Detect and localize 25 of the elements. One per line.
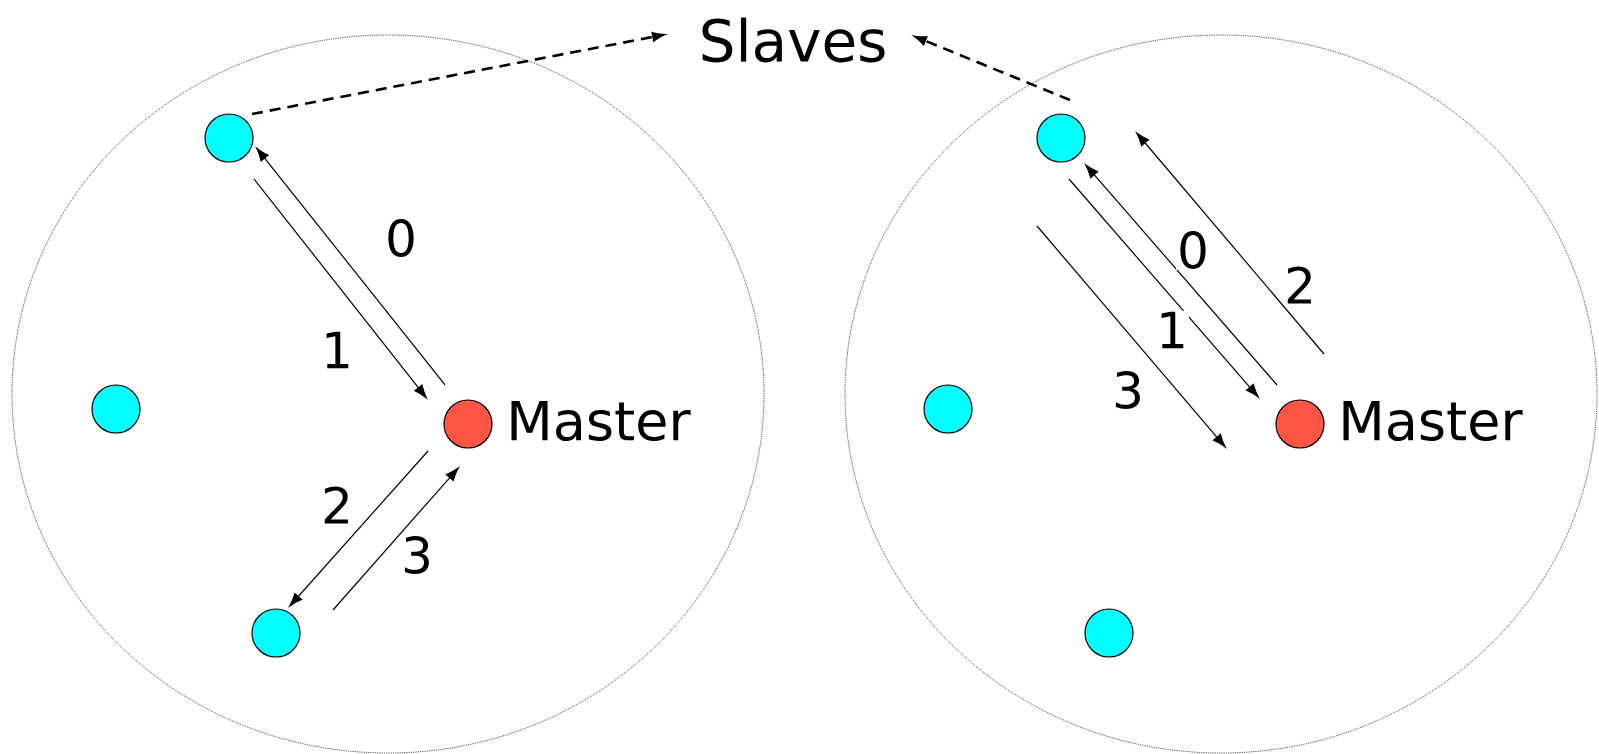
- edge-label: 2: [320, 485, 354, 525]
- arrow: [1036, 225, 1226, 448]
- arrow: [1068, 178, 1259, 398]
- edge-label: 1: [1155, 310, 1189, 350]
- node-label: Master: [1343, 400, 1523, 442]
- edge-label: 3: [400, 535, 434, 575]
- slave-circle: [204, 113, 254, 163]
- edge-label: 0: [1176, 230, 1210, 270]
- slave-circle: [251, 608, 301, 658]
- arrow: [1136, 132, 1325, 355]
- edge-label: 0: [384, 218, 418, 258]
- slave-circle: [1084, 608, 1134, 658]
- arrow: [256, 147, 446, 386]
- edge-label: 1: [320, 330, 354, 370]
- node-label: Slaves: [702, 17, 885, 63]
- slave-circle: [1036, 113, 1086, 163]
- arrow: [253, 178, 427, 399]
- slave-circle: [923, 384, 973, 434]
- slave-circle: [91, 384, 141, 434]
- edge-label: 2: [1283, 265, 1317, 305]
- arrow: [289, 450, 429, 607]
- arrow: [332, 467, 459, 611]
- arrow: [1085, 164, 1278, 386]
- node-label: Master: [511, 400, 691, 442]
- edge-label: 3: [1111, 370, 1145, 410]
